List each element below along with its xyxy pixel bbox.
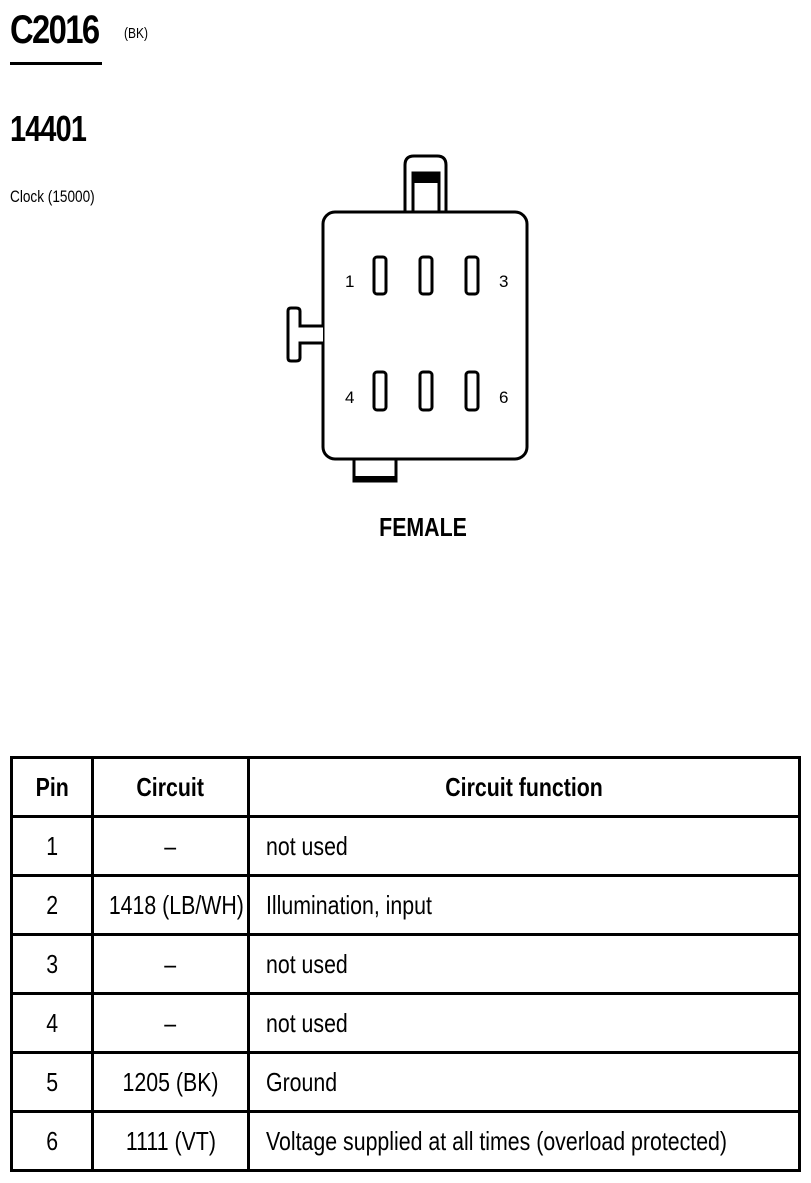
pin-cell: 3 [10, 933, 94, 995]
pin-cell: 5 [10, 1051, 94, 1113]
function-cell: not used [247, 815, 801, 877]
circuit-cell: 1418 (LB/WH) [91, 874, 250, 936]
connector-gender-label: FEMALE [379, 512, 467, 542]
column-header-function: Circuit function [247, 756, 801, 818]
circuit-cell: – [91, 933, 250, 995]
table-row: 4 – not used [10, 992, 801, 1054]
function-cell: Voltage supplied at all times (overload … [247, 1110, 801, 1172]
table-row: 1 – not used [10, 815, 801, 877]
connector-body [321, 210, 529, 461]
part-number: 14401 [10, 108, 87, 149]
circuit-cell: – [91, 815, 250, 877]
circuit-cell: – [91, 992, 250, 1054]
connector-face-diagram: 1 3 4 6 [286, 154, 529, 483]
connector-side-key [286, 306, 323, 363]
pin-cell: 1 [10, 815, 94, 877]
pin-label-6: 6 [499, 388, 508, 407]
circuit-cell: 1205 (BK) [91, 1051, 250, 1113]
pinout-table: Pin Circuit Circuit function 1 – not use… [10, 756, 801, 1172]
function-cell: Ground [247, 1051, 801, 1113]
title-underline [10, 62, 102, 65]
table-header-row: Pin Circuit Circuit function [10, 756, 801, 818]
pin-cavity-4 [372, 370, 388, 412]
function-cell: not used [247, 992, 801, 1054]
column-header-circuit: Circuit [91, 756, 250, 818]
pin-cavity-2 [418, 255, 434, 296]
pin-cell: 6 [10, 1110, 94, 1172]
function-cell: not used [247, 933, 801, 995]
pin-cavity-3 [464, 255, 480, 296]
pin-cavity-1 [372, 255, 388, 296]
table-row: 6 1111 (VT) Voltage supplied at all time… [10, 1110, 801, 1172]
table-row: 3 – not used [10, 933, 801, 995]
component-name: Clock (15000) [10, 187, 95, 206]
pin-label-1: 1 [345, 272, 354, 291]
pin-cavity-6 [464, 370, 480, 412]
connector-id: C2016 [10, 8, 100, 52]
pin-label-4: 4 [345, 388, 354, 407]
pin-cell: 2 [10, 874, 94, 936]
connector-color: (BK) [124, 25, 148, 42]
pin-cavity-5 [418, 370, 434, 412]
column-header-pin: Pin [10, 756, 94, 818]
function-cell: Illumination, input [247, 874, 801, 936]
table-row: 5 1205 (BK) Ground [10, 1051, 801, 1113]
pin-label-3: 3 [499, 272, 508, 291]
pin-cell: 4 [10, 992, 94, 1054]
circuit-cell: 1111 (VT) [91, 1110, 250, 1172]
table-row: 2 1418 (LB/WH) Illumination, input [10, 874, 801, 936]
